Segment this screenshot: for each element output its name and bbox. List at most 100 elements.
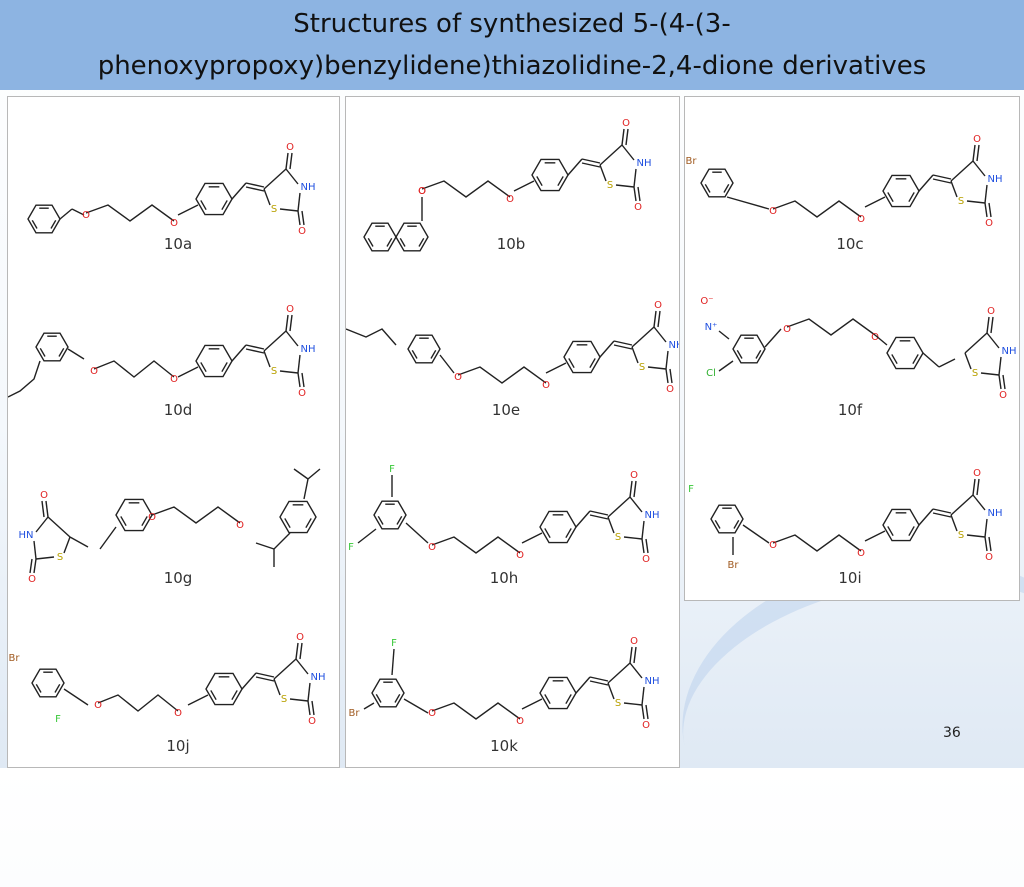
atom-label-nh: NH bbox=[301, 344, 316, 355]
bond bbox=[629, 662, 643, 679]
structures-column-3-svg: BrOOOONHS10cO⁻N⁺ClOOOONHS10fFBrOOOONHS10… bbox=[686, 134, 1017, 587]
compound-label: 10h bbox=[490, 569, 519, 587]
bond bbox=[377, 515, 384, 525]
bond-chain bbox=[273, 532, 291, 567]
atom-label-s: S bbox=[271, 366, 277, 377]
bond bbox=[589, 676, 609, 682]
bond bbox=[736, 349, 743, 359]
bond bbox=[629, 480, 633, 498]
atom-label-o: O bbox=[298, 226, 306, 237]
bond bbox=[988, 202, 992, 218]
atom-label-o: O bbox=[90, 366, 98, 377]
bond bbox=[545, 362, 567, 374]
atom-label-s: S bbox=[281, 694, 287, 705]
bond-chain bbox=[8, 360, 41, 398]
bond-chain bbox=[772, 200, 862, 218]
benzene-ring bbox=[882, 174, 920, 208]
bond bbox=[301, 372, 305, 388]
bond bbox=[764, 328, 782, 348]
bond bbox=[54, 683, 61, 693]
bond bbox=[984, 202, 988, 218]
bond bbox=[950, 180, 958, 198]
bond bbox=[187, 694, 209, 706]
atom-label-hn: HN bbox=[19, 530, 34, 541]
benzene-ring bbox=[205, 672, 243, 706]
compound-label: 10g bbox=[164, 569, 193, 587]
atom-label-o: O bbox=[286, 304, 294, 315]
structures-column-2-svg: OOOOONHS10bOOOONHS10eFFOOOONHS10hFBrOOOO… bbox=[346, 118, 680, 755]
bond bbox=[177, 366, 199, 378]
bond bbox=[284, 518, 291, 529]
bond bbox=[35, 556, 55, 560]
benzene-ring bbox=[886, 336, 924, 370]
bond bbox=[599, 340, 615, 358]
bond bbox=[255, 542, 275, 550]
bond bbox=[285, 168, 299, 185]
benzene-ring bbox=[407, 334, 441, 364]
bond bbox=[615, 184, 635, 188]
benzene-ring bbox=[371, 678, 405, 708]
bond bbox=[950, 514, 958, 532]
bond bbox=[120, 516, 127, 527]
atom-label-s: S bbox=[639, 362, 645, 373]
bond bbox=[641, 704, 645, 720]
bond bbox=[607, 496, 631, 518]
bond bbox=[263, 330, 287, 352]
atom-label-o: O bbox=[418, 186, 426, 197]
atom-label-o: O bbox=[622, 118, 630, 129]
atom-label-o: O bbox=[630, 470, 638, 481]
bond bbox=[567, 158, 583, 176]
bond bbox=[41, 500, 45, 518]
bond bbox=[35, 516, 49, 533]
bond bbox=[273, 658, 297, 680]
bond bbox=[733, 519, 740, 529]
bond bbox=[301, 210, 305, 226]
slide-title: Structures of synthesized 5-(4-(3-phenox… bbox=[97, 9, 927, 81]
atom-label-o: O bbox=[148, 512, 156, 523]
atom-label-nh: NH bbox=[669, 340, 680, 351]
bond bbox=[972, 160, 986, 177]
bond bbox=[932, 174, 952, 180]
bond bbox=[210, 690, 217, 701]
bond bbox=[200, 200, 207, 211]
bond bbox=[966, 534, 986, 538]
bond bbox=[742, 524, 770, 544]
bond bbox=[311, 700, 315, 716]
bond bbox=[972, 494, 986, 511]
benzene-ring bbox=[373, 500, 407, 530]
atom-label-s: S bbox=[972, 368, 978, 379]
bond bbox=[966, 200, 986, 204]
bond bbox=[665, 350, 669, 370]
bond bbox=[613, 340, 633, 346]
bond bbox=[631, 346, 639, 364]
bond bbox=[245, 182, 265, 188]
atom-label-s: S bbox=[958, 530, 964, 541]
bond-chain bbox=[97, 694, 179, 712]
bond bbox=[633, 186, 637, 202]
bond bbox=[918, 508, 934, 526]
bond bbox=[984, 518, 988, 538]
bond bbox=[990, 316, 994, 334]
bond bbox=[653, 310, 657, 328]
bond bbox=[255, 676, 275, 682]
benzene-ring bbox=[539, 510, 577, 544]
bond bbox=[581, 162, 601, 168]
benzene-ring bbox=[35, 332, 69, 362]
bond bbox=[71, 208, 85, 216]
atom-label-o: O bbox=[296, 632, 304, 643]
atom-label-o: O bbox=[454, 372, 462, 383]
compound-label: 10j bbox=[166, 737, 189, 755]
bond bbox=[357, 528, 377, 544]
bond bbox=[891, 354, 898, 365]
atom-label-o: O bbox=[634, 202, 642, 213]
bond bbox=[273, 678, 281, 696]
bond bbox=[621, 128, 625, 146]
bond bbox=[221, 362, 228, 373]
bond bbox=[58, 347, 65, 357]
bond-chain bbox=[457, 366, 547, 384]
compound-label: 10k bbox=[490, 737, 518, 755]
benzene-ring bbox=[195, 344, 233, 378]
atom-label-o: O bbox=[973, 468, 981, 479]
bond bbox=[629, 496, 643, 513]
